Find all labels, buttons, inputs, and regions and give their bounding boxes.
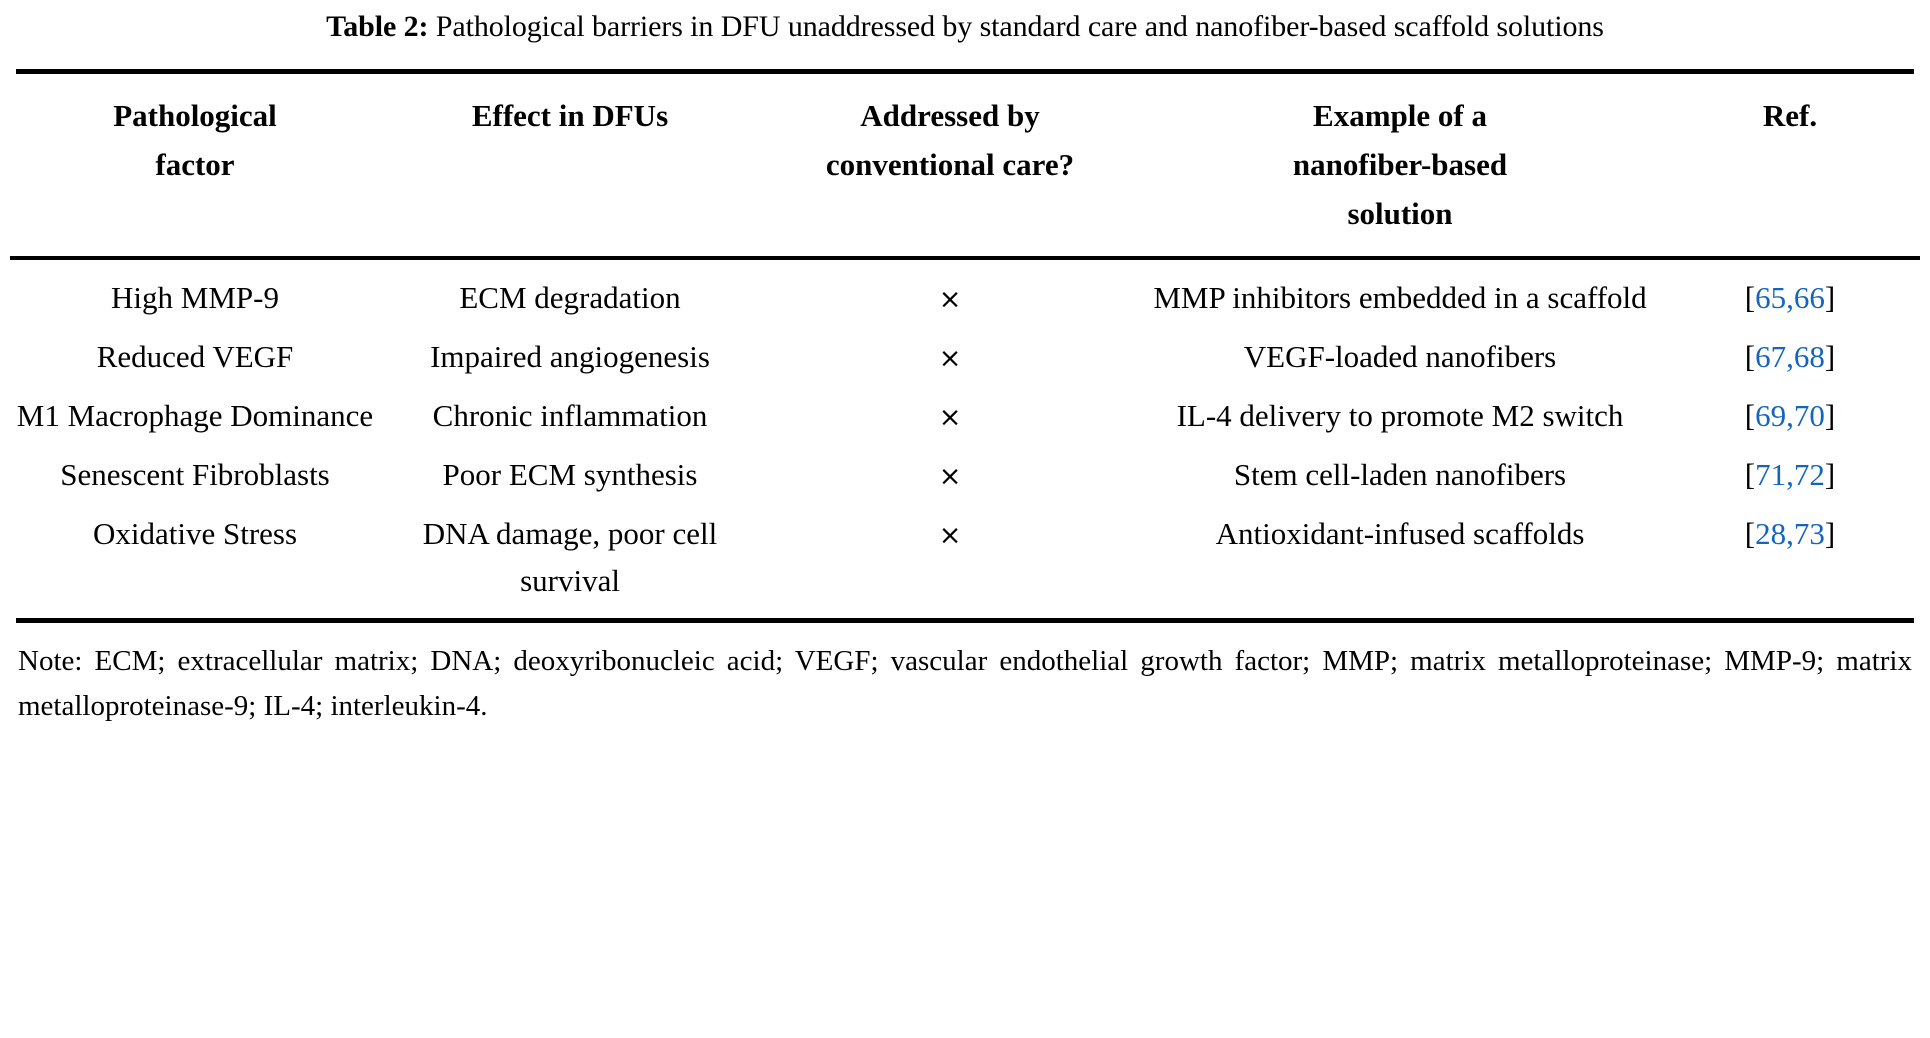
table-row: High MMP-9 ECM degradation × MMP inhibitors…	[10, 258, 1920, 328]
column-header-example-nanofiber-solution: Example of a nanofiber-based solution	[1140, 74, 1660, 260]
cell-pathological-factor: Oxidative Stress	[10, 505, 380, 618]
column-header-ref: Ref.	[1660, 74, 1920, 260]
reference-bracket-open: [	[1744, 457, 1756, 492]
table-caption: Table 2: Pathological barriers in DFU un…	[10, 0, 1920, 49]
cell-addressed-by-conventional-care-text: ×	[938, 461, 962, 492]
header-line-1: Effect in DFUs	[471, 98, 669, 133]
cell-example-nanofiber-solution-text: IL-4 delivery to promote M2 switch	[1176, 398, 1624, 433]
header-line-3: solution	[1347, 196, 1453, 231]
cell-effect-in-dfus: Impaired angiogenesis	[380, 328, 760, 387]
header-line-1: Pathological	[113, 98, 277, 133]
cell-example-nanofiber-solution-text: VEGF-loaded nanofibers	[1243, 339, 1557, 374]
table-header-row: Pathological factor Effect in DFUs Addre…	[10, 74, 1920, 260]
cell-effect-in-dfus: Poor ECM synthesis	[380, 446, 760, 505]
reference-citation-link[interactable]: 65,66	[1755, 280, 1825, 315]
reference-bracket-close: ]	[1824, 457, 1836, 492]
cell-reference[interactable]: [71,72]	[1660, 446, 1920, 505]
cell-pathological-factor-text: Oxidative Stress	[92, 516, 298, 551]
cell-example-nanofiber-solution: MMP inhibitors embedded in a scaffold	[1140, 258, 1660, 328]
table-row: Oxidative Stress DNA damage, poor cell su…	[10, 505, 1920, 618]
table-header: Pathological factor Effect in DFUs Addre…	[10, 74, 1920, 260]
reference-bracket-close: ]	[1824, 280, 1836, 315]
cell-addressed-by-conventional-care: ×	[760, 387, 1140, 446]
column-header-effect-in-dfus: Effect in DFUs	[380, 74, 760, 260]
table-caption-text: Pathological barriers in DFU unaddressed…	[428, 10, 1604, 43]
header-line-1: Addressed by	[860, 98, 1040, 133]
reference-bracket-open: [	[1744, 516, 1756, 551]
cell-addressed-by-conventional-care-text: ×	[938, 343, 962, 374]
cell-reference[interactable]: [65,66]	[1660, 258, 1920, 328]
cell-example-nanofiber-solution: IL-4 delivery to promote M2 switch	[1140, 387, 1660, 446]
cell-addressed-by-conventional-care-text: ×	[938, 520, 962, 551]
table-bottom-rule	[16, 618, 1914, 623]
reference-bracket-close: ]	[1824, 339, 1836, 374]
cell-effect-in-dfus: Chronic inflammation	[380, 387, 760, 446]
header-line-2: nanofiber-based	[1292, 147, 1508, 182]
header-line-1: Example of a	[1313, 98, 1487, 133]
cell-pathological-factor-text: M1 Macrophage Dominance	[16, 398, 374, 433]
reference-citation-link[interactable]: 71,72	[1755, 457, 1825, 492]
table-top-rule	[16, 69, 1914, 74]
cell-effect-in-dfus-text: Chronic inflammation	[432, 398, 708, 433]
cell-effect-in-dfus-text: DNA damage, poor cell survival	[422, 516, 718, 598]
cell-addressed-by-conventional-care: ×	[760, 328, 1140, 387]
pathological-barriers-table: Pathological factor Effect in DFUs Addre…	[10, 74, 1920, 618]
table-caption-label: Table 2:	[326, 10, 429, 43]
header-line-2: factor	[155, 147, 235, 182]
cell-example-nanofiber-solution-text: MMP inhibitors embedded in a scaffold	[1153, 280, 1647, 315]
cell-example-nanofiber-solution-text: Stem cell-laden nanofibers	[1233, 457, 1567, 492]
cell-reference[interactable]: [69,70]	[1660, 387, 1920, 446]
cell-addressed-by-conventional-care-text: ×	[938, 402, 962, 433]
cell-pathological-factor-text: Reduced VEGF	[96, 339, 294, 374]
cell-addressed-by-conventional-care-text: ×	[938, 284, 962, 315]
reference-bracket-open: [	[1744, 339, 1756, 374]
reference-bracket-close: ]	[1824, 398, 1836, 433]
reference-citation-link[interactable]: 69,70	[1755, 398, 1825, 433]
header-line-2: conventional care?	[825, 147, 1075, 182]
reference-citation-link[interactable]: 28,73	[1755, 516, 1825, 551]
cell-reference[interactable]: [67,68]	[1660, 328, 1920, 387]
reference-bracket-open: [	[1744, 398, 1756, 433]
cell-effect-in-dfus: ECM degradation	[380, 258, 760, 328]
table-row: Senescent Fibroblasts Poor ECM synthesis ×…	[10, 446, 1920, 505]
cell-effect-in-dfus: DNA damage, poor cell survival	[380, 505, 760, 618]
cell-pathological-factor-text: High MMP-9	[111, 280, 279, 315]
cell-addressed-by-conventional-care: ×	[760, 258, 1140, 328]
cell-example-nanofiber-solution: Stem cell-laden nanofibers	[1140, 446, 1660, 505]
column-header-pathological-factor: Pathological factor	[10, 74, 380, 260]
cell-example-nanofiber-solution: VEGF-loaded nanofibers	[1140, 328, 1660, 387]
table-note: Note: ECM; extracellular matrix; DNA; de…	[18, 645, 1912, 722]
column-header-addressed-by-conventional-care: Addressed by conventional care?	[760, 74, 1140, 260]
cell-addressed-by-conventional-care: ×	[760, 505, 1140, 618]
cell-pathological-factor: Reduced VEGF	[10, 328, 380, 387]
table-row: Reduced VEGF Impaired angiogenesis × VEGF-l…	[10, 328, 1920, 387]
cell-example-nanofiber-solution-text: Antioxidant-infused scaffolds	[1215, 516, 1585, 551]
cell-effect-in-dfus-text: ECM degradation	[459, 280, 681, 315]
cell-example-nanofiber-solution: Antioxidant-infused scaffolds	[1140, 505, 1660, 618]
reference-bracket-open: [	[1744, 280, 1756, 315]
cell-effect-in-dfus-text: Impaired angiogenesis	[430, 339, 710, 374]
table-body: High MMP-9 ECM degradation × MMP inhibitors…	[10, 258, 1920, 618]
reference-bracket-close: ]	[1824, 516, 1836, 551]
cell-effect-in-dfus-text: Poor ECM synthesis	[442, 457, 698, 492]
cell-addressed-by-conventional-care: ×	[760, 446, 1140, 505]
cell-pathological-factor: Senescent Fibroblasts	[10, 446, 380, 505]
header-line-1: Ref.	[1762, 98, 1818, 133]
table-row: M1 Macrophage Dominance Chronic inflammat…	[10, 387, 1920, 446]
cell-pathological-factor-text: Senescent Fibroblasts	[60, 457, 330, 492]
reference-citation-link[interactable]: 67,68	[1755, 339, 1825, 374]
cell-pathological-factor: High MMP-9	[10, 258, 380, 328]
cell-reference[interactable]: [28,73]	[1660, 505, 1920, 618]
cell-pathological-factor: M1 Macrophage Dominance	[10, 387, 380, 446]
